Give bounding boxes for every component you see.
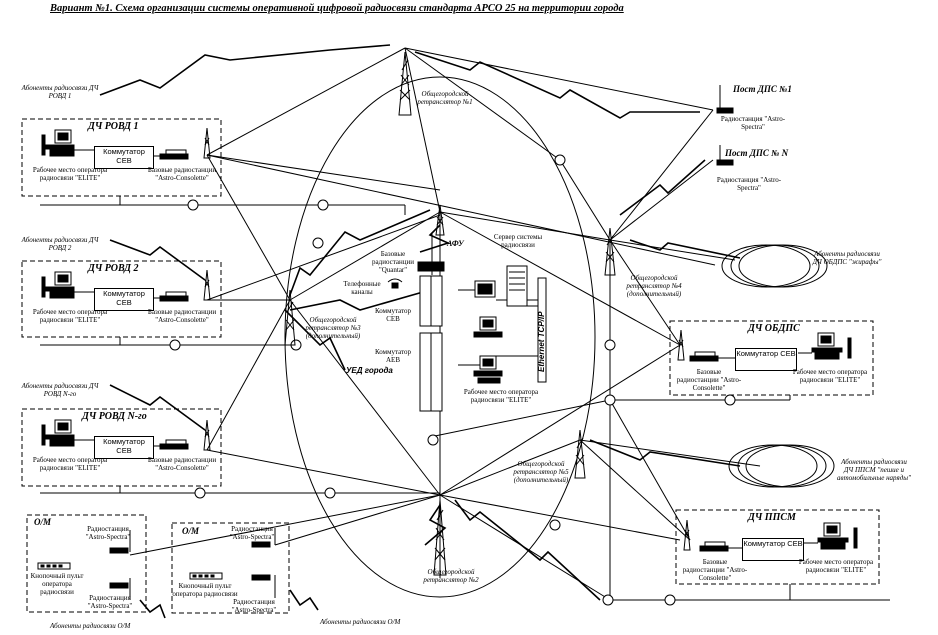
ppsm-workplace-label: Рабочее место оператора радиосвязи "ELIT… [798, 558, 874, 574]
rovd1-switch: Коммутатор СЕВ [94, 146, 154, 169]
rovd2-workplace-label: Рабочее место оператора радиосвязи "ELIT… [32, 308, 108, 324]
afu-label: АФУ [447, 239, 464, 248]
tower-r2 [433, 499, 447, 576]
rovd2-title: ДЧ РОВД 2 [88, 263, 139, 274]
ppsm-radios-label: Базовые радиостанции "Astro-Consolette" [682, 558, 748, 582]
city-area-ellipse [284, 76, 596, 598]
tower-r5 [574, 429, 586, 479]
post1-title: Пост ДПС №1 [733, 84, 792, 94]
repeater2-label: Общегородской ретранслятор №2 [423, 568, 479, 584]
rovd1-radios-label: Базовые радиостанции "Astro-Consolette" [147, 166, 217, 182]
obdps-title: ДЧ ОБДПС [748, 323, 800, 334]
switch-aes-label: Коммутатор АЕВ [374, 348, 412, 364]
post1-radio-label: Радиостанция "Astro-Spectra" [720, 115, 786, 131]
rovd1-box [21, 118, 222, 197]
ppsm-cloud-label: Абоненты радиосвязи ДЧ ППСМ "пешие и авт… [837, 458, 911, 482]
center-workplace-label: Рабочее место оператора радиосвязи "ELIT… [463, 388, 539, 404]
om1-box [26, 514, 147, 613]
rovd1-subscribers-label: Абоненты радиосвязи ДЧ РОВД 1 [21, 84, 99, 100]
repeater5-label: Общегородской ретранслятор №5 (дополните… [513, 460, 569, 484]
obdps-radios-label: Базовые радиостанции "Astro-Consolette" [676, 368, 742, 392]
rovd2-box [21, 260, 222, 338]
ppsm-cloud [728, 444, 818, 488]
ethernet-label: Ethernet TCP/IP [537, 311, 546, 372]
tel-channels-label: Телефонные каналы [343, 280, 381, 296]
rovdn-switch: Коммутатор СЕВ [94, 436, 154, 459]
rovd2-radios-label: Базовые радиостанции "Astro-Consolette" [147, 308, 217, 324]
om2-title: О/М [182, 526, 200, 536]
postn-radio-label: Радиостанция "Astro-Spectra" [716, 176, 782, 192]
diagram-title: Вариант №1. Схема организации системы оп… [50, 3, 624, 14]
obdps-switch: Коммутатор СЕВ [735, 348, 797, 371]
server-label: Сервер системы радиосвязи [493, 233, 543, 249]
repeater1-label: Общегородской ретранслятор №1 [417, 90, 473, 106]
switch-ceb-label: Коммутатор СЕВ [374, 307, 412, 323]
quantar-label: Базовые радиостанции "Quantar" [372, 250, 414, 274]
om2-radio-top-label: Радиостанция "Astro-Spectra" [229, 525, 275, 541]
obdps-workplace-label: Рабочее место оператора радиосвязи "ELIT… [792, 368, 868, 384]
om1-subscribers-label: Абоненты радиосвязи О/М [50, 622, 131, 630]
obdps-cloud-label: Абоненты радиосвязи ДЧ ОБДПС "жирафы" [812, 250, 882, 266]
rovdn-subscribers-label: Абоненты радиосвязи ДЧ РОВД N-го [21, 382, 99, 398]
om2-panel-label: Кнопочный пульт оператора радиосвязи [172, 582, 238, 598]
rovdn-box [21, 408, 222, 487]
om2-box [171, 522, 290, 614]
postn-title: Пост ДПС № N [725, 148, 789, 158]
om1-title: О/М [34, 517, 52, 527]
tower-r4 [604, 227, 616, 276]
om1-radio-top-label: Радиостанция "Astro-Spectra" [85, 525, 131, 541]
rovdn-workplace-label: Рабочее место оператора радиосвязи "ELIT… [32, 456, 108, 472]
rovd1-workplace-label: Рабочее место оператора радиосвязи "ELIT… [32, 166, 108, 182]
obdps-box [669, 320, 874, 396]
tower-r3 [284, 289, 296, 346]
rovd1-title: ДЧ РОВД 1 [88, 121, 139, 132]
rovd2-subscribers-label: Абоненты радиосвязи ДЧ РОВД 2 [21, 236, 99, 252]
om2-subscribers-label: Абоненты радиосвязи О/М [320, 618, 401, 626]
ppsm-box [675, 509, 880, 585]
ued-label: УЕД города [346, 366, 393, 375]
repeater4-label: Общегородской ретранслятор №4 (дополните… [626, 274, 682, 298]
tower-afu [435, 204, 445, 236]
rovdn-title: ДЧ РОВД N-го [82, 411, 147, 422]
om1-radio-bottom-label: Радиостанция "Astro-Spectra" [87, 594, 133, 610]
tower-r1 [398, 51, 412, 116]
ppsm-switch: Коммутатор СЕВ [742, 538, 804, 561]
repeater3-label: Общегородской ретранслятор №3 (дополните… [305, 316, 361, 340]
obdps-cloud [721, 244, 811, 288]
rovdn-radios-label: Базовые радиостанции "Astro-Consolette" [147, 456, 217, 472]
om1-panel-label: Кнопочный пульт оператора радиосвязи [30, 572, 84, 596]
ppsm-title: ДЧ ППСМ [748, 512, 796, 523]
om2-radio-bottom-label: Радиостанция "Astro-Spectra" [231, 598, 277, 614]
rovd2-switch: Коммутатор СЕВ [94, 288, 154, 311]
